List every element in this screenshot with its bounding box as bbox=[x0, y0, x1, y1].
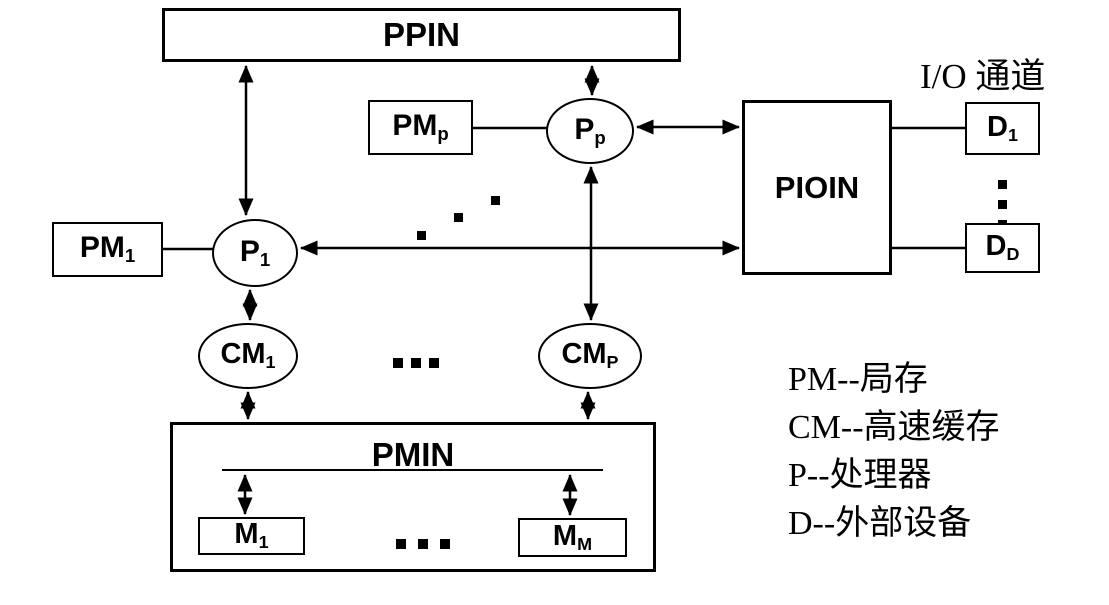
pm-p-box: PMp bbox=[368, 100, 473, 155]
p-1-label: P1 bbox=[239, 234, 271, 271]
m-ellipsis-dots bbox=[396, 539, 450, 549]
pmin-box bbox=[170, 422, 656, 572]
m-m-box: MM bbox=[518, 518, 627, 557]
legend-line-pm: PM--局存 bbox=[788, 361, 928, 398]
legend-line-cm: CM--高速缓存 bbox=[788, 409, 1000, 446]
cm-p-label: CMP bbox=[561, 338, 619, 373]
pmin-label: PMIN bbox=[371, 436, 455, 473]
d-1-box: D1 bbox=[965, 102, 1040, 155]
d-1-label: D1 bbox=[987, 110, 1018, 146]
pm-1-label: PM1 bbox=[79, 231, 136, 267]
cm-1-label: CM1 bbox=[220, 338, 276, 373]
ppin-label: PPIN bbox=[382, 16, 461, 53]
pioin-label: PIOIN bbox=[774, 169, 860, 205]
p-p-ellipse: Pp bbox=[546, 98, 634, 164]
pm-1-box: PM1 bbox=[52, 222, 163, 277]
cm-ellipsis-dots bbox=[393, 358, 439, 368]
p1-pp-ellipsis-dots bbox=[417, 196, 500, 240]
d-d-label: DD bbox=[985, 230, 1020, 265]
ppin-box: PPIN bbox=[162, 8, 681, 62]
p-1-ellipse: P1 bbox=[212, 219, 298, 287]
io-channel-label: I/O 通道 bbox=[920, 57, 1046, 96]
legend-line-d: D--外部设备 bbox=[788, 505, 972, 542]
d-vertical-ellipsis-dots bbox=[998, 180, 1007, 229]
cm-p-ellipse: CMP bbox=[538, 323, 642, 389]
m-1-box: M1 bbox=[198, 517, 305, 555]
legend-line-p: P--处理器 bbox=[788, 457, 932, 494]
d-d-box: DD bbox=[965, 223, 1040, 273]
legend: PM--局存 CM--高速缓存 P--处理器 D--外部设备 bbox=[788, 356, 1000, 548]
m-1-label: M1 bbox=[234, 518, 269, 553]
pm-p-label: PMp bbox=[392, 109, 449, 145]
m-m-label: MM bbox=[552, 519, 593, 555]
p-p-label: Pp bbox=[574, 112, 606, 149]
pioin-box: PIOIN bbox=[742, 100, 892, 275]
cm-1-ellipse: CM1 bbox=[198, 323, 298, 389]
